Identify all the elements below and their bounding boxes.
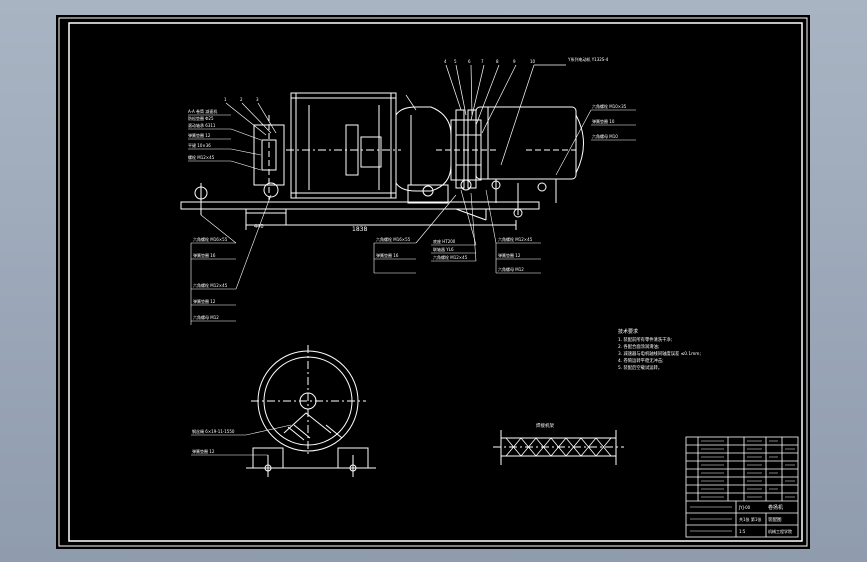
winch-drum xyxy=(290,92,397,199)
lower-left-labels: 六角螺栓 M16×55 弹簧垫圈 16 六角螺栓 M12×45 弹簧垫圈 12 … xyxy=(190,194,272,325)
callout-6: 6 xyxy=(468,59,471,64)
assembly-drawing: 1838 440 1 2 xyxy=(58,17,808,547)
mid-label-0: 六角螺栓 M16×55 xyxy=(376,236,411,242)
lower-left-label-3: 弹簧垫圈 12 xyxy=(193,298,216,304)
mid-label-3: 联轴器 YL6 xyxy=(433,246,454,252)
title-name: 卷扬机 xyxy=(768,504,783,511)
callout-8: 8 xyxy=(496,59,499,64)
title-material: 装配图 xyxy=(768,516,782,523)
wheel-label-1: 弹簧垫圈 12 xyxy=(192,448,215,454)
motor-side-labels: 六角螺栓 M10×35 弹簧垫圈 10 六角螺母 M10 xyxy=(555,103,636,176)
left-label-5: 螺栓 M12×45 xyxy=(188,154,215,160)
inner-border xyxy=(68,22,803,542)
right-label-0: 六角螺栓 M12×45 xyxy=(498,236,533,242)
motor-label-2: 六角螺母 M10 xyxy=(592,133,618,139)
lower-left-label-1: 弹簧垫圈 16 xyxy=(193,252,216,258)
wheel-label-0: 钢丝绳 6×19-11-1550 xyxy=(192,428,235,434)
left-label-2: 滚动轴承 6311 xyxy=(188,122,216,128)
mid-label-1: 弹簧垫圈 16 xyxy=(376,252,399,258)
callout-10: 10 xyxy=(530,59,536,64)
drawing-sheet: 1838 440 1 2 xyxy=(56,15,810,549)
mid-label-4: 六角螺栓 M12×45 xyxy=(433,254,468,260)
frame-truss-view: 焊接机架 xyxy=(493,422,624,465)
top-callouts: 1 2 3 4 5 6 7 8 9 10 Y系列电动机 Y132S-4 xyxy=(224,56,609,166)
title-drawing-no: JYJ-00 xyxy=(738,505,751,510)
left-part-labels: A-A 卷筒 减速机 防松垫圈 Φ25 滚动轴承 6311 弹簧垫圈 12 平键… xyxy=(188,108,262,171)
callout-1: 1 xyxy=(224,97,227,102)
overall-dimension: 1838 xyxy=(352,226,367,233)
motor-label-1: 弹簧垫圈 10 xyxy=(592,118,615,124)
title-block: 卷扬机 JYJ-00 装配图 共1张 第1张 1:5 机械工程学院 xyxy=(685,436,799,538)
reducer-housing xyxy=(395,106,452,192)
left-label-1: 防松垫圈 Φ25 xyxy=(188,115,214,121)
lower-left-label-2: 六角螺栓 M12×45 xyxy=(193,282,228,288)
callout-4: 4 xyxy=(444,59,447,64)
outer-border xyxy=(58,17,808,547)
right-label-1: 弹簧垫圈 12 xyxy=(498,252,521,258)
middle-labels: 六角螺栓 M16×55 弹簧垫圈 16 底座 HT200 联轴器 YL6 六角螺… xyxy=(373,189,477,274)
tech-title: 技术要求 xyxy=(618,328,638,335)
front-view: 1838 440 1 2 xyxy=(180,56,636,325)
title-sheet: 共1张 第1张 xyxy=(739,516,761,522)
side-view-drum: 钢丝绳 6×19-11-1550 弹簧垫圈 12 xyxy=(191,345,376,477)
frame-label: 焊接机架 xyxy=(536,422,554,429)
tech-note-2: 3. 减速器与电机轴线同轴度误差 ≤0.1mm; xyxy=(618,350,701,357)
tech-note-1: 2. 各配合面涂润滑油; xyxy=(618,343,659,350)
electric-motor xyxy=(475,106,577,180)
base-plate xyxy=(180,201,540,210)
mid-label-2: 底座 HT200 xyxy=(433,238,456,244)
left-label-4: 平键 10×36 xyxy=(188,142,211,148)
motor-note: Y系列电动机 Y132S-4 xyxy=(567,56,609,62)
tech-note-0: 1. 装配前所有零件清洗干净; xyxy=(618,336,672,343)
motor-label-0: 六角螺栓 M10×35 xyxy=(592,103,627,109)
tech-note-4: 5. 装配后空载试运转。 xyxy=(618,364,662,371)
tech-note-3: 4. 卷筒运转平稳无冲击; xyxy=(618,357,664,364)
lower-left-label-0: 六角螺栓 M16×55 xyxy=(193,236,228,242)
title-scale: 1:5 xyxy=(739,529,746,534)
callout-5: 5 xyxy=(454,59,457,64)
title-school: 机械工程学院 xyxy=(768,528,792,534)
callout-9: 9 xyxy=(513,59,516,64)
technical-requirements: 技术要求 1. 装配前所有零件清洗干净; 2. 各配合面涂润滑油; 3. 减速器… xyxy=(618,328,701,371)
callout-7: 7 xyxy=(481,59,484,64)
right-label-2: 六角螺母 M12 xyxy=(498,266,524,272)
callout-2: 2 xyxy=(240,97,243,102)
right-labels: 六角螺栓 M12×45 弹簧垫圈 12 六角螺母 M12 xyxy=(485,189,541,274)
callout-3: 3 xyxy=(256,97,259,102)
left-label-0: A-A 卷筒 减速机 xyxy=(188,108,217,114)
left-label-3: 弹簧垫圈 12 xyxy=(188,132,211,138)
lower-left-label-4: 六角螺母 M12 xyxy=(193,314,219,320)
